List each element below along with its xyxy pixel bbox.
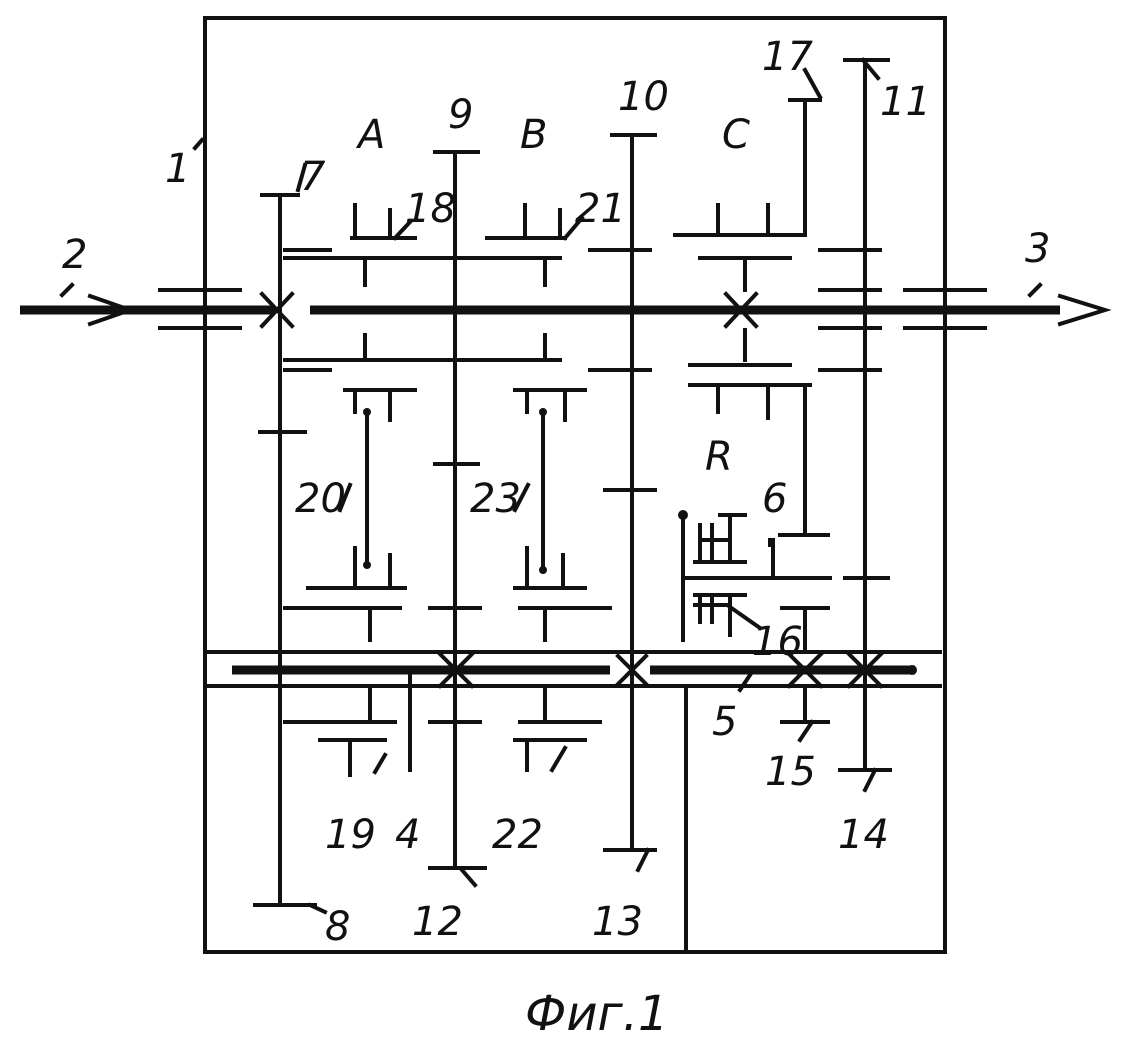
label-11: 11 (880, 79, 931, 125)
label-B: B (520, 112, 547, 158)
label-10: 10 (618, 74, 669, 120)
label-7: 7 (300, 154, 326, 200)
label-23: 23 (470, 476, 521, 522)
label-5: 5 (712, 699, 737, 745)
label-9: 9 (448, 92, 473, 138)
label-22: 22 (492, 812, 543, 858)
leader-lines (62, 60, 1040, 912)
figure-caption: Фиг.1 (525, 986, 669, 1042)
label-15: 15 (765, 749, 816, 795)
gear-11-14 (840, 60, 890, 770)
label-20: 20 (295, 476, 346, 522)
clutch-C (675, 70, 828, 535)
label-A: A (355, 112, 385, 158)
gear-10-13 (605, 135, 655, 850)
main-shaft (20, 294, 1105, 326)
label-16: 16 (752, 619, 803, 665)
label-1: 1 (165, 146, 190, 192)
label-8: 8 (325, 904, 350, 950)
label-4: 4 (395, 812, 420, 858)
label-13: 13 (592, 899, 643, 945)
label-18: 18 (405, 186, 456, 232)
label-21: 21 (575, 186, 626, 232)
label-14: 14 (838, 812, 889, 858)
label-2: 2 (62, 232, 87, 278)
label-R: R (705, 434, 733, 480)
label-12: 12 (412, 899, 463, 945)
reverse-R (678, 510, 830, 722)
label-6: 6 (762, 476, 787, 522)
label-3: 3 (1025, 226, 1050, 272)
labels: 1 2 3 7 A 9 B 10 C 17 11 18 21 R 20 23 6… (62, 34, 1050, 1042)
label-17: 17 (762, 34, 813, 80)
label-19: 19 (325, 812, 376, 858)
label-C: C (722, 112, 750, 158)
